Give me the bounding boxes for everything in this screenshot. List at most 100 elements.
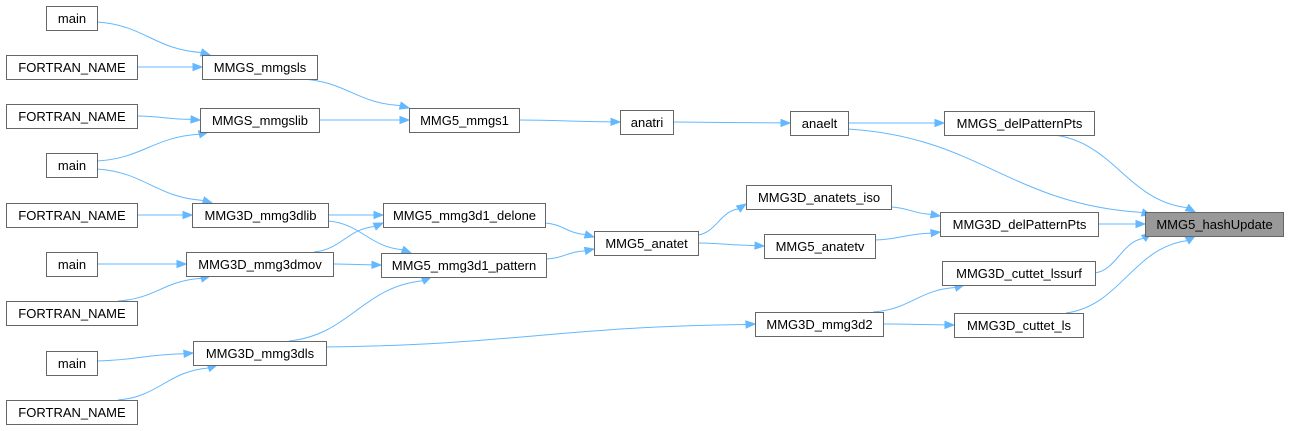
edge-line bbox=[96, 168, 204, 201]
node-box bbox=[6, 301, 138, 326]
arrowhead-icon bbox=[929, 210, 942, 219]
node-label: MMG3D_cuttet_ls bbox=[967, 318, 1072, 333]
edge-3d2-to-cutls bbox=[882, 320, 956, 330]
node-box bbox=[620, 110, 674, 135]
node-label: MMG5_mmg3d1_delone bbox=[393, 208, 536, 223]
node-fn4[interactable]: FORTRAN_NAME bbox=[6, 301, 138, 326]
edge-line bbox=[882, 323, 946, 326]
node-main1[interactable]: main bbox=[46, 6, 98, 31]
node-delone[interactable]: MMG5_mmg3d1_delone bbox=[383, 203, 546, 228]
node-box bbox=[202, 55, 318, 80]
node-box bbox=[46, 252, 98, 277]
arrowhead-icon bbox=[1184, 203, 1197, 213]
edge-fn3-to-3dlib bbox=[137, 210, 194, 220]
edge-line bbox=[697, 242, 756, 247]
edge-line bbox=[96, 21, 202, 53]
edge-3dls-to-3d2 bbox=[325, 320, 757, 348]
node-anatetv[interactable]: MMG5_anatetv bbox=[764, 234, 876, 259]
arrowhead-icon bbox=[399, 115, 411, 125]
edge-line bbox=[890, 206, 932, 215]
node-3dls[interactable]: MMG3D_mmg3dls bbox=[193, 341, 327, 366]
edge-anaelt-to-hash bbox=[847, 128, 1153, 217]
node-anatet[interactable]: MMG5_anatet bbox=[594, 231, 699, 256]
edge-lssurf-to-hash bbox=[1094, 232, 1153, 274]
edge-anatetv-to-3ddel bbox=[874, 228, 942, 241]
arrowhead-icon bbox=[371, 260, 383, 270]
arrowhead-icon bbox=[780, 118, 792, 128]
node-box bbox=[46, 6, 98, 31]
node-main3[interactable]: main bbox=[46, 252, 98, 277]
node-box bbox=[6, 203, 138, 228]
node-anaiso[interactable]: MMG3D_anatets_iso bbox=[746, 185, 892, 210]
node-3dmov[interactable]: MMG3D_mmg3dmov bbox=[186, 252, 334, 277]
node-mmgsls[interactable]: MMGS_mmgsls bbox=[202, 55, 318, 80]
node-box bbox=[764, 234, 876, 259]
arrowhead-icon bbox=[610, 117, 622, 127]
node-gsdel[interactable]: MMGS_delPatternPts bbox=[944, 111, 1095, 136]
arrowhead-icon bbox=[583, 246, 596, 256]
edge-mmgslib-to-mmgs1 bbox=[319, 115, 411, 125]
node-label: MMG3D_anatets_iso bbox=[758, 190, 880, 205]
node-box bbox=[954, 313, 1084, 338]
node-anaelt[interactable]: anaelt bbox=[790, 111, 849, 136]
node-box bbox=[790, 111, 849, 136]
node-box bbox=[746, 185, 892, 210]
node-3ddel[interactable]: MMG3D_delPatternPts bbox=[940, 212, 1099, 237]
node-box bbox=[193, 341, 327, 366]
node-main2[interactable]: main bbox=[46, 153, 98, 178]
edge-line bbox=[117, 367, 209, 401]
node-box bbox=[192, 203, 329, 228]
node-box bbox=[940, 212, 1099, 237]
edge-line bbox=[301, 78, 401, 107]
edge-main4-to-3dls bbox=[96, 349, 195, 362]
node-label: main bbox=[58, 11, 86, 26]
node-cutls[interactable]: MMG3D_cuttet_ls bbox=[954, 313, 1084, 338]
nodes-layer: mainFORTRAN_NAMEFORTRAN_NAMEmainFORTRAN_… bbox=[6, 6, 1284, 425]
arrowhead-icon bbox=[745, 320, 757, 329]
edge-3dlib-to-delone bbox=[328, 210, 385, 220]
node-main4[interactable]: main bbox=[46, 351, 98, 376]
edge-line bbox=[1094, 237, 1144, 274]
node-anatri[interactable]: anatri bbox=[620, 110, 674, 135]
node-mmgs1[interactable]: MMG5_mmgs1 bbox=[409, 108, 520, 133]
arrowhead-icon bbox=[934, 118, 946, 128]
edge-delone-to-anatet bbox=[544, 222, 596, 239]
arrowhead-icon bbox=[420, 276, 433, 285]
node-label: FORTRAN_NAME bbox=[18, 306, 126, 321]
node-3dlib[interactable]: MMG3D_mmg3dlib bbox=[192, 203, 329, 228]
edge-mmgs1-to-anatri bbox=[518, 117, 622, 127]
edge-line bbox=[518, 119, 612, 123]
node-label: MMGS_delPatternPts bbox=[957, 116, 1083, 131]
node-label: MMG3D_cuttet_lssurf bbox=[956, 266, 1082, 281]
edge-line bbox=[288, 280, 423, 342]
arrowhead-icon bbox=[190, 115, 202, 124]
node-box bbox=[46, 153, 98, 178]
edge-anaelt-to-gsdel bbox=[847, 118, 946, 128]
node-mmgslib[interactable]: MMGS_mmgslib bbox=[200, 108, 320, 133]
edge-line bbox=[117, 277, 202, 302]
node-fn5[interactable]: FORTRAN_NAME bbox=[6, 400, 138, 425]
node-3d2[interactable]: MMG3D_mmg3d2 bbox=[755, 312, 884, 337]
node-fn3[interactable]: FORTRAN_NAME bbox=[6, 203, 138, 228]
root-node[interactable]: MMG5_hashUpdate bbox=[1145, 212, 1284, 237]
node-fn2[interactable]: FORTRAN_NAME bbox=[6, 104, 138, 129]
arrowhead-icon bbox=[183, 349, 195, 359]
edge-line bbox=[874, 232, 932, 241]
node-label: MMGS_mmgsls bbox=[214, 60, 307, 75]
arrowhead-icon bbox=[192, 62, 204, 72]
edge-line bbox=[96, 133, 200, 162]
node-pattern[interactable]: MMG5_mmg3d1_pattern bbox=[381, 253, 547, 278]
edge-anatet-to-anaiso bbox=[697, 203, 748, 236]
node-label: MMGS_mmgslib bbox=[212, 113, 308, 128]
node-label: MMG5_mmgs1 bbox=[420, 113, 509, 128]
arrowhead-icon bbox=[1184, 235, 1197, 245]
node-lssurf[interactable]: MMG3D_cuttet_lssurf bbox=[942, 261, 1096, 286]
edge-line bbox=[847, 128, 1143, 214]
node-fn1[interactable]: FORTRAN_NAME bbox=[6, 55, 138, 80]
edge-line bbox=[672, 121, 782, 124]
node-label: main bbox=[58, 257, 86, 272]
node-box bbox=[381, 253, 547, 278]
edge-main2-to-mmgslib bbox=[96, 130, 210, 162]
node-box bbox=[6, 104, 138, 129]
